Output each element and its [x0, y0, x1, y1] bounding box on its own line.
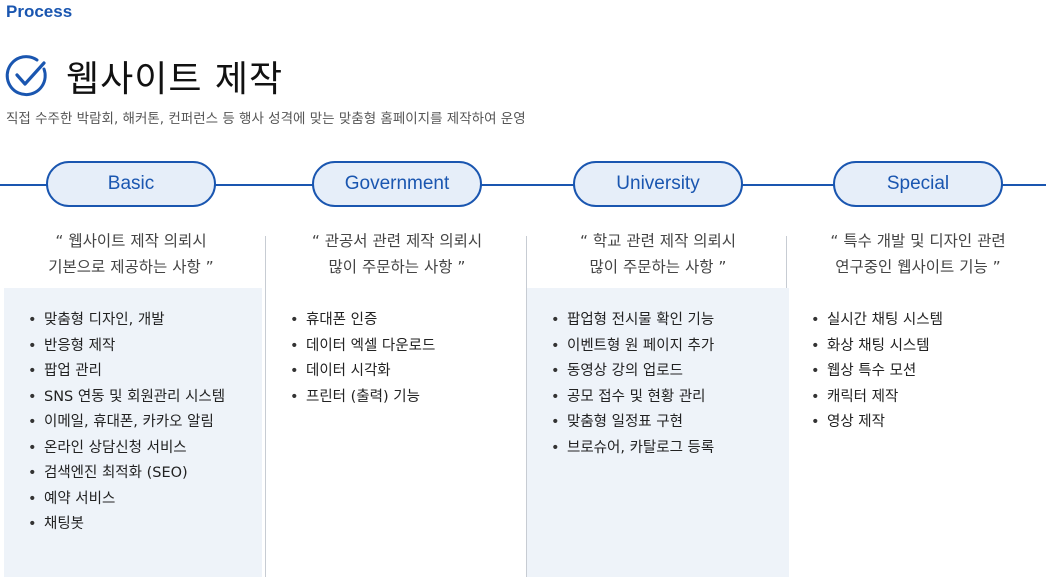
list-item: SNS 연동 및 회원관리 시스템 — [28, 385, 262, 411]
list-item: 공모 접수 및 현황 관리 — [551, 385, 789, 411]
list-item: 캐릭터 제작 — [811, 385, 1046, 411]
list-item: 채팅봇 — [28, 512, 262, 538]
list-item: 브로슈어, 카탈로그 등록 — [551, 436, 789, 462]
list-item: 이메일, 휴대폰, 카카오 알림 — [28, 410, 262, 436]
category-pill-university: University — [573, 161, 743, 207]
title-row: 웹사이트 제작 — [4, 50, 283, 102]
category-pill-basic: Basic — [46, 161, 216, 207]
column-basic: Basic “ 웹사이트 제작 의뢰시 기본으로 제공하는 사항 ” 맞춤형 디… — [0, 160, 262, 577]
quote-line: 많이 주문하는 사항 ” — [328, 258, 466, 276]
list-item: 웹상 특수 모션 — [811, 359, 1046, 385]
list-item: 프린터 (출력) 기능 — [290, 385, 528, 411]
feature-list-box: 맞춤형 디자인, 개발 반응형 제작 팝업 관리 SNS 연동 및 회원관리 시… — [4, 288, 262, 577]
list-item: 동영상 강의 업로드 — [551, 359, 789, 385]
list-item: 팝업 관리 — [28, 359, 262, 385]
quote-line: “ 웹사이트 제작 의뢰시 — [55, 232, 207, 250]
list-item: 데이터 엑셀 다운로드 — [290, 334, 528, 360]
column-quote: “ 웹사이트 제작 의뢰시 기본으로 제공하는 사항 ” — [0, 228, 262, 280]
column-divider — [265, 236, 266, 577]
list-item: 팝업형 전시물 확인 기능 — [551, 308, 789, 334]
category-pill-government: Government — [312, 161, 482, 207]
category-pill-special: Special — [833, 161, 1003, 207]
quote-line: 연구중인 웹사이트 기능 ” — [835, 258, 1001, 276]
section-eyebrow: Process — [6, 2, 73, 21]
column-special: Special “ 특수 개발 및 디자인 관련 연구중인 웹사이트 기능 ” … — [787, 160, 1046, 577]
feature-list: 팝업형 전시물 확인 기능 이벤트형 원 페이지 추가 동영상 강의 업로드 공… — [551, 308, 789, 461]
list-item: 데이터 시각화 — [290, 359, 528, 385]
column-quote: “ 학교 관련 제작 의뢰시 많이 주문하는 사항 ” — [527, 228, 789, 280]
feature-list-box: 휴대폰 인증 데이터 엑셀 다운로드 데이터 시각화 프린터 (출력) 기능 — [266, 288, 528, 577]
quote-line: “ 관공서 관련 제작 의뢰시 — [311, 232, 483, 250]
column-government: Government “ 관공서 관련 제작 의뢰시 많이 주문하는 사항 ” … — [266, 160, 528, 577]
list-item: 반응형 제작 — [28, 334, 262, 360]
list-item: 이벤트형 원 페이지 추가 — [551, 334, 789, 360]
feature-list: 실시간 채팅 시스템 화상 채팅 시스템 웹상 특수 모션 캐릭터 제작 영상 … — [811, 308, 1046, 436]
page-subtitle: 직접 수주한 박람회, 해커톤, 컨퍼런스 등 행사 성격에 맞는 맞춤형 홈페… — [6, 111, 526, 127]
list-item: 맞춤형 디자인, 개발 — [28, 308, 262, 334]
feature-list: 맞춤형 디자인, 개발 반응형 제작 팝업 관리 SNS 연동 및 회원관리 시… — [28, 308, 262, 538]
page-title: 웹사이트 제작 — [66, 59, 284, 100]
list-item: 예약 서비스 — [28, 487, 262, 513]
quote-line: 많이 주문하는 사항 ” — [589, 258, 727, 276]
list-item: 영상 제작 — [811, 410, 1046, 436]
feature-list-box: 팝업형 전시물 확인 기능 이벤트형 원 페이지 추가 동영상 강의 업로드 공… — [527, 288, 789, 577]
list-item: 온라인 상담신청 서비스 — [28, 436, 262, 462]
list-item: 화상 채팅 시스템 — [811, 334, 1046, 360]
list-item: 검색엔진 최적화 (SEO) — [28, 461, 262, 487]
check-circle-icon — [5, 55, 47, 97]
quote-line: 기본으로 제공하는 사항 ” — [48, 258, 214, 276]
timeline-line — [0, 184, 1046, 186]
list-item: 휴대폰 인증 — [290, 308, 528, 334]
list-item: 실시간 채팅 시스템 — [811, 308, 1046, 334]
feature-list-box: 실시간 채팅 시스템 화상 채팅 시스템 웹상 특수 모션 캐릭터 제작 영상 … — [787, 288, 1046, 577]
column-quote: “ 특수 개발 및 디자인 관련 연구중인 웹사이트 기능 ” — [787, 228, 1046, 280]
feature-list: 휴대폰 인증 데이터 엑셀 다운로드 데이터 시각화 프린터 (출력) 기능 — [290, 308, 528, 410]
column-quote: “ 관공서 관련 제작 의뢰시 많이 주문하는 사항 ” — [266, 228, 528, 280]
column-university: University “ 학교 관련 제작 의뢰시 많이 주문하는 사항 ” 팝… — [527, 160, 789, 577]
list-item: 맞춤형 일정표 구현 — [551, 410, 789, 436]
quote-line: “ 특수 개발 및 디자인 관련 — [830, 232, 1006, 250]
quote-line: “ 학교 관련 제작 의뢰시 — [579, 232, 737, 250]
